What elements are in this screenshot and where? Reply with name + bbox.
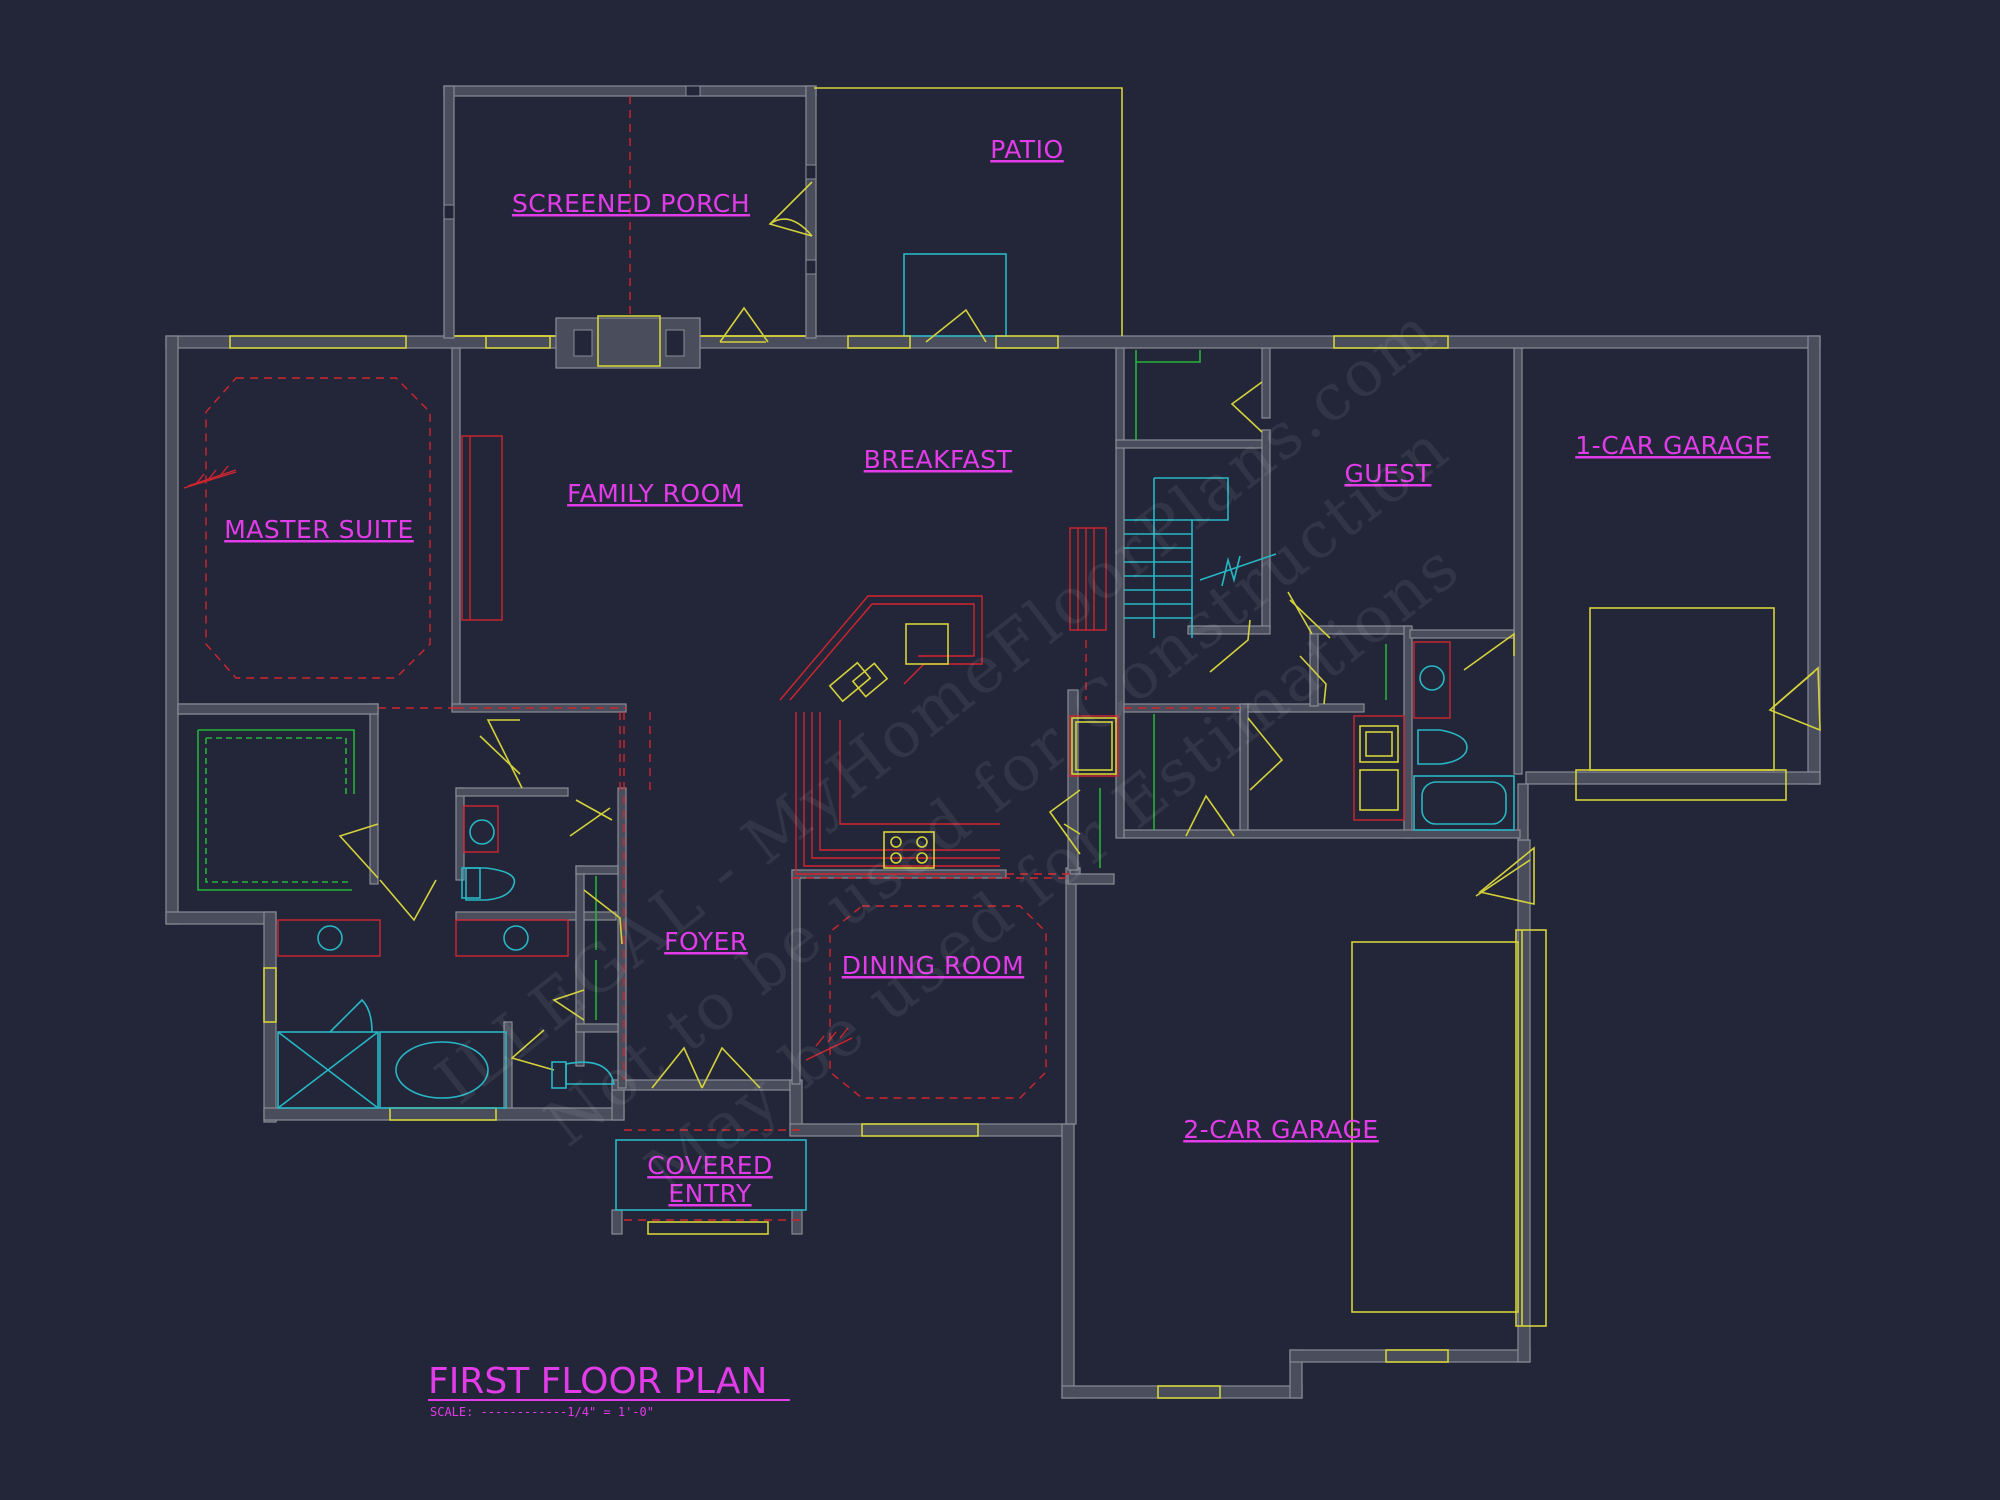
master-wc [461, 719, 613, 901]
label-foyer: FOYER [664, 927, 748, 956]
two-car-garage-detail [1351, 846, 1547, 1327]
master-closet [177, 703, 379, 891]
plan-title-block: FIRST FLOOR PLAN SCALE: ------------1/4"… [428, 1361, 790, 1419]
label-one-car-garage: 1-CAR GARAGE [1575, 431, 1770, 460]
stairs [1069, 350, 1277, 673]
patio-outline [814, 87, 1123, 337]
screened-porch-structure [443, 85, 817, 339]
master-suite-detail [183, 377, 456, 709]
label-patio: PATIO [990, 135, 1063, 164]
room-labels: SCREENED PORCH PATIO MASTER SUITE FAMILY… [224, 135, 1770, 1208]
plan-scale: SCALE: ------------1/4" = 1'-0" [430, 1405, 654, 1419]
hall-closets [551, 876, 623, 1089]
patio-doors [719, 306, 987, 343]
label-screened-porch: SCREENED PORCH [512, 189, 750, 218]
watermark-line-2: Not to be used for Construction [532, 410, 1464, 1161]
label-master-suite: MASTER SUITE [224, 515, 414, 544]
plan-title: FIRST FLOOR PLAN [428, 1361, 767, 1402]
family-room-detail [456, 435, 651, 790]
fireplace-chimney [555, 315, 701, 369]
label-covered-entry-line2: ENTRY [668, 1179, 752, 1208]
label-dining-room: DINING ROOM [842, 951, 1025, 980]
master-bath [277, 879, 569, 1109]
label-covered-entry-line1: COVERED [647, 1151, 773, 1180]
label-two-car-garage: 2-CAR GARAGE [1183, 1115, 1378, 1144]
guest-bath-laundry [1153, 591, 1515, 837]
exterior-walls [165, 335, 1821, 1399]
dining-room-detail [792, 877, 1066, 1099]
one-car-garage-detail [1575, 607, 1821, 801]
label-family-room: FAMILY ROOM [567, 479, 743, 508]
kitchen-island [779, 595, 1070, 875]
label-guest: GUEST [1344, 459, 1431, 488]
windows [229, 335, 1449, 1399]
label-breakfast: BREAKFAST [864, 445, 1013, 474]
foyer-entry-detail [615, 712, 807, 1235]
pantry [1048, 640, 1240, 868]
